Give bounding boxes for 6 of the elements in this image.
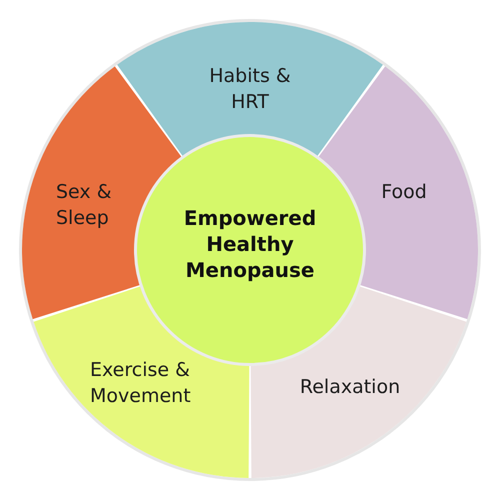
segment-label: Habits & HRT [208,64,292,115]
segment-label: Food [380,180,428,205]
segment-label: Relaxation [298,375,402,400]
segment-label: Exercise & Movement [90,358,192,409]
hub-title: Empowered Healthy Menopause [182,205,318,283]
segment-label: Sex & Sleep [56,180,113,231]
